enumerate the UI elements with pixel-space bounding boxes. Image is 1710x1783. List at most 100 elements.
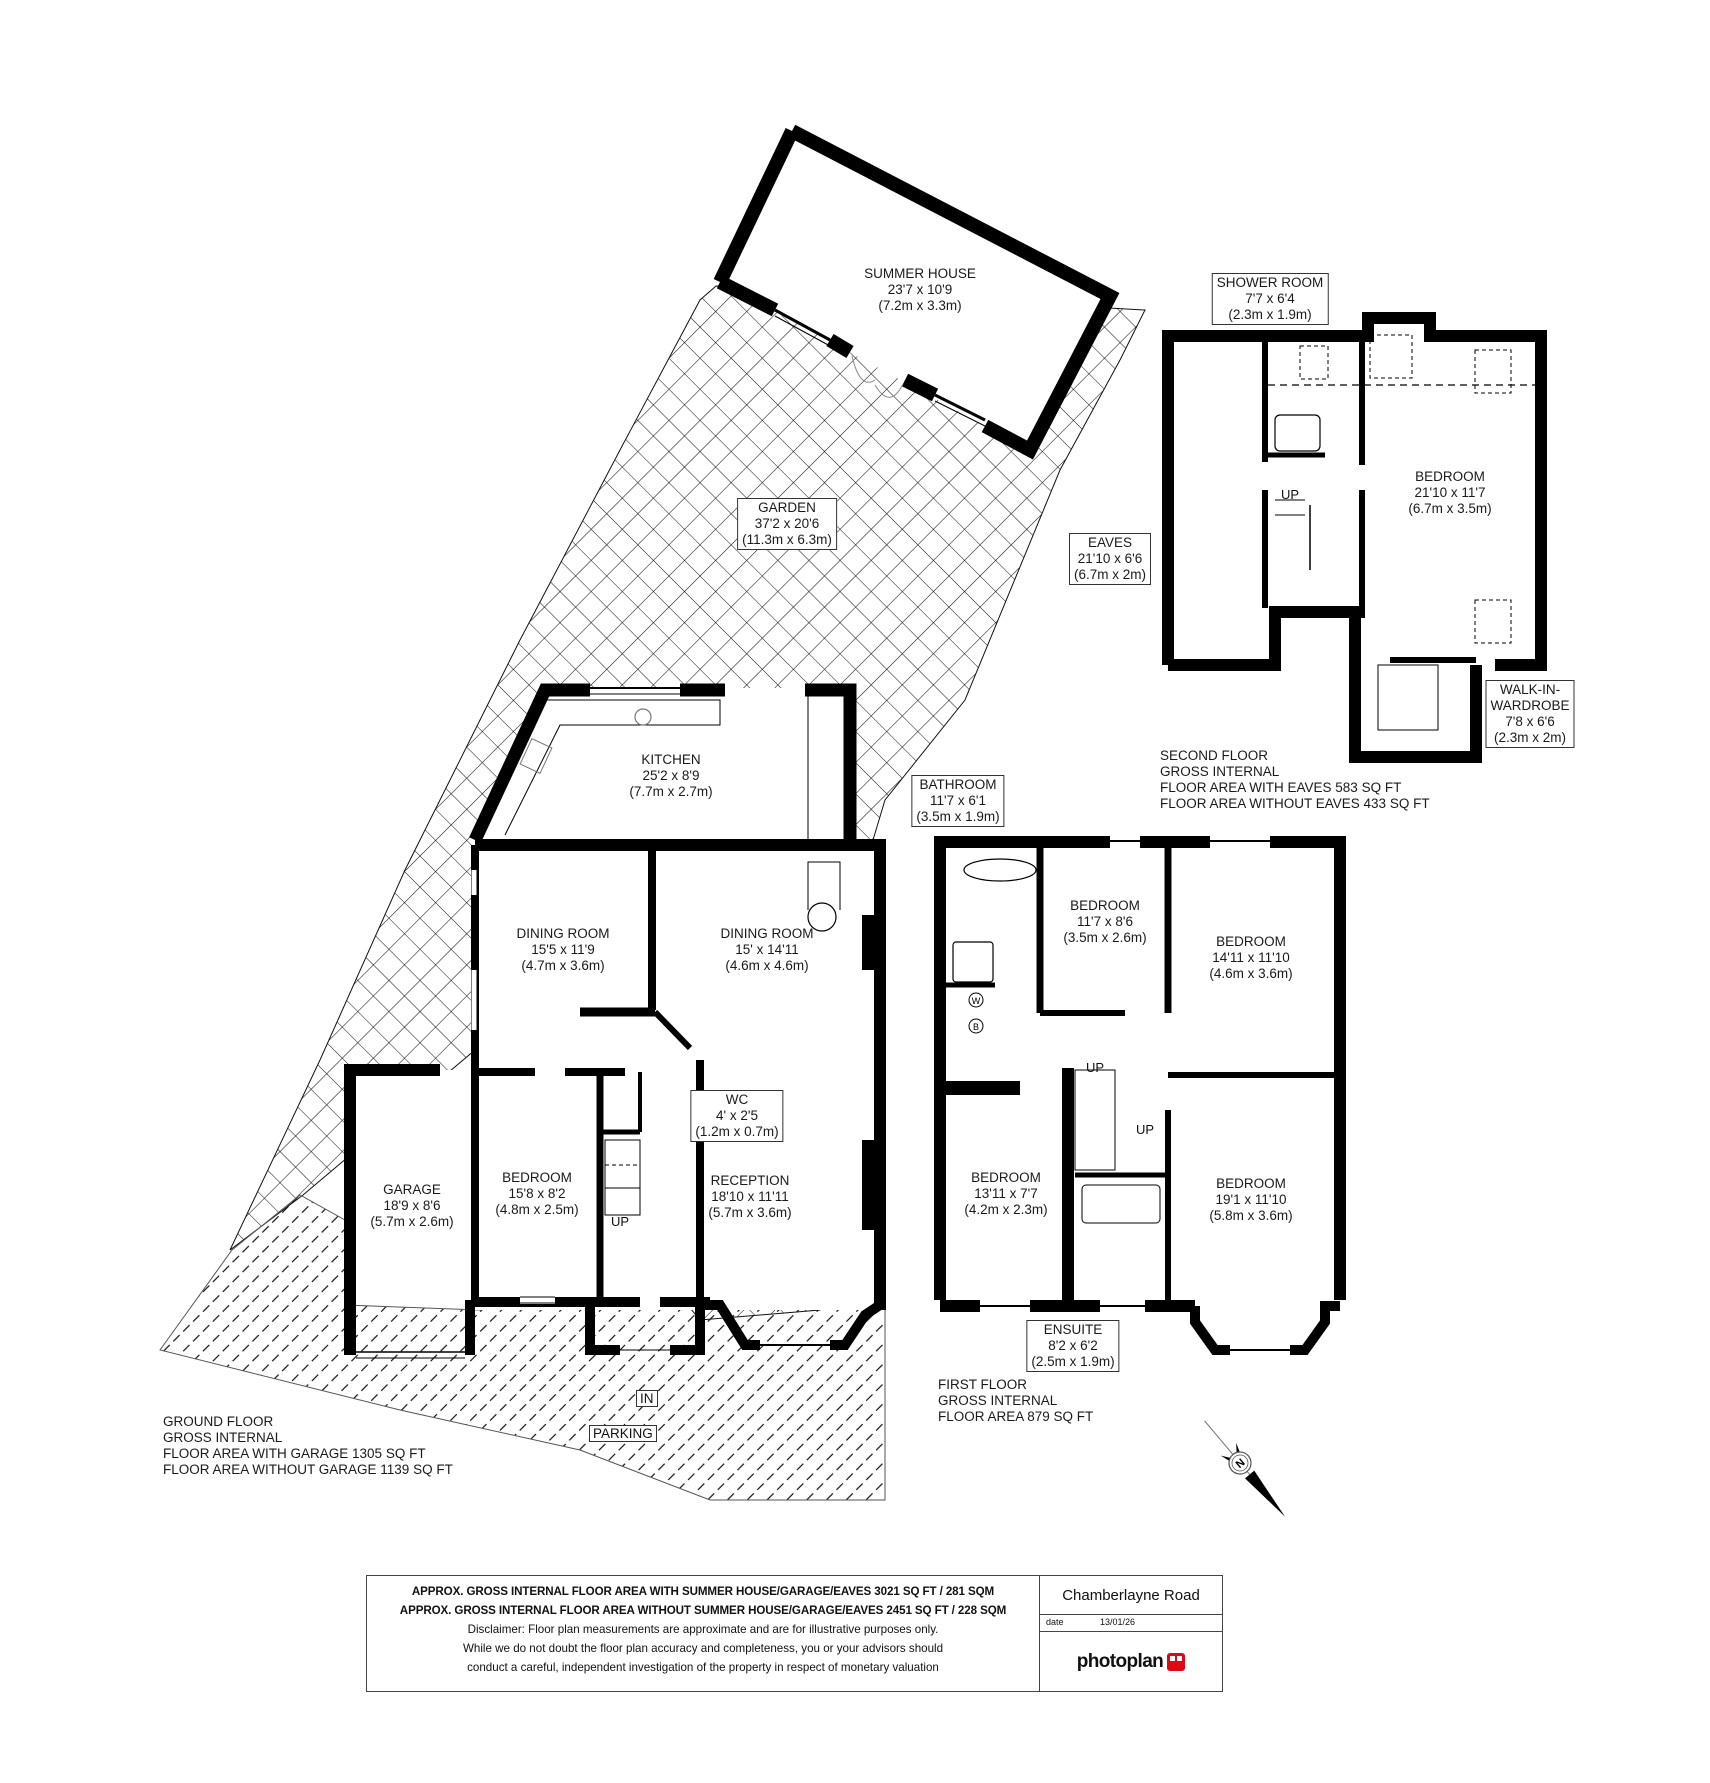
room-name: SHOWER ROOM: [1216, 275, 1324, 290]
room-label-first-bedroom-1: BEDROOM 11'7 x 8'6 (3.5m x 2.6m): [1063, 898, 1146, 946]
room-size-metric: (4.2m x 2.3m): [964, 1202, 1048, 1217]
total-area-without: APPROX. GROSS INTERNAL FLOOR AREA WITHOU…: [399, 1604, 1007, 1617]
room-size-metric: (7.7m x 2.7m): [629, 784, 713, 799]
room-label-shower-room: SHOWER ROOM 7'7 x 6'4 (2.3m x 1.9m): [1211, 273, 1329, 325]
north-compass-icon: N: [1204, 1420, 1285, 1517]
total-area-with: APPROX. GROSS INTERNAL FLOOR AREA WITH S…: [411, 1585, 995, 1598]
room-size-metric: (1.2m x 0.7m): [695, 1124, 779, 1139]
room-label-summer-house: SUMMER HOUSE 23'7 x 10'9 (7.2m x 3.3m): [864, 266, 976, 314]
first-floor-summary: FIRST FLOOR GROSS INTERNAL FLOOR AREA 87…: [938, 1377, 1094, 1424]
room-label-second-bedroom: BEDROOM 21'10 x 11'7 (6.7m x 3.5m): [1408, 469, 1491, 517]
room-label-dining-room-2: DINING ROOM 15' x 14'11 (4.6m x 4.6m): [721, 926, 814, 974]
room-size-imperial: 15'8 x 8'2: [508, 1186, 566, 1201]
ground-floor-summary: GROUND FLOOR GROSS INTERNAL FLOOR AREA W…: [163, 1414, 453, 1477]
room-size-metric: (4.7m x 3.6m): [521, 958, 605, 973]
room-name: DINING ROOM: [516, 926, 610, 941]
room-name: BEDROOM: [1415, 469, 1485, 484]
room-name-line-2: WARDROBE: [1490, 698, 1570, 713]
date-row: date 13/01/26: [1040, 1615, 1222, 1632]
room-size-metric: (2.5m x 1.9m): [1031, 1354, 1115, 1369]
room-label-eaves: EAVES 21'10 x 6'6 (6.7m x 2m): [1068, 533, 1152, 585]
room-name: ENSUITE: [1043, 1322, 1103, 1337]
brand-wordmark: photoplan: [1076, 1650, 1164, 1672]
room-name: SUMMER HOUSE: [864, 266, 976, 281]
room-name: GARAGE: [383, 1182, 441, 1197]
date-value: 13/01/26: [1100, 1617, 1136, 1627]
room-label-first-bedroom-3: BEDROOM 13'11 x 7'7 (4.2m x 2.3m): [964, 1170, 1047, 1218]
room-label-garden: GARDEN 37'2 x 20'6 (11.3m x 6.3m): [737, 498, 837, 550]
room-size-imperial: 21'10 x 6'6: [1077, 551, 1143, 566]
room-size-imperial: 37'2 x 20'6: [754, 516, 820, 531]
first-floor-walls: [934, 836, 1346, 1355]
room-size-metric: (6.7m x 3.5m): [1408, 501, 1492, 516]
room-label-garage: GARAGE 18'9 x 8'6 (5.7m x 2.6m): [370, 1182, 453, 1230]
room-size-imperial: 14'11 x 11'10: [1212, 950, 1290, 965]
room-name: BEDROOM: [502, 1170, 572, 1185]
room-label-walk-in-wardrobe: WALK-IN- WARDROBE 7'8 x 6'6 (2.3m x 2m): [1485, 680, 1575, 748]
room-name: RECEPTION: [710, 1173, 790, 1188]
washer-symbol: W: [972, 996, 981, 1006]
room-name: WC: [725, 1092, 749, 1107]
room-size-imperial: 15' x 14'11: [735, 942, 799, 957]
room-size-metric: (4.8m x 2.5m): [495, 1202, 579, 1217]
second-stair-up-label: UP: [1281, 487, 1300, 502]
room-size-imperial: 4' x 2'5: [716, 1108, 758, 1123]
room-name: KITCHEN: [641, 752, 701, 767]
room-size-imperial: 15'5 x 11'9: [531, 942, 595, 957]
room-name: BEDROOM: [1216, 1176, 1286, 1191]
ground-stair-up-label: UP: [611, 1214, 630, 1229]
room-size-imperial: 8'2 x 6'2: [1048, 1338, 1098, 1353]
room-size-metric: (2.3m x 2m): [1493, 730, 1567, 745]
room-label-bathroom: BATHROOM 11'7 x 6'1 (3.5m x 1.9m): [911, 775, 1005, 827]
room-label-reception: RECEPTION 18'10 x 11'11 (5.7m x 3.6m): [708, 1173, 791, 1221]
property-info: Chamberlayne Road date 13/01/26 photopla…: [1040, 1576, 1222, 1691]
room-size-metric: (5.8m x 3.6m): [1209, 1208, 1293, 1223]
room-size-metric: (2.3m x 1.9m): [1228, 307, 1312, 322]
room-size-imperial: 21'10 x 11'7: [1414, 485, 1486, 500]
first-stair-up-label-2: UP: [1136, 1122, 1155, 1137]
room-size-metric: (3.5m x 2.6m): [1063, 930, 1147, 945]
entrance-label: IN: [636, 1390, 658, 1407]
brand-camera-icon: [1167, 1652, 1186, 1671]
room-label-first-bedroom-4: BEDROOM 19'1 x 11'10 (5.8m x 3.6m): [1209, 1176, 1292, 1224]
room-size-metric: (5.7m x 2.6m): [370, 1214, 454, 1229]
room-size-metric: (11.3m x 6.3m): [742, 532, 832, 547]
room-size-metric: (4.6m x 4.6m): [725, 958, 809, 973]
room-label-first-bedroom-2: BEDROOM 14'11 x 11'10 (4.6m x 3.6m): [1209, 934, 1292, 982]
disclaimer-line-2: While we do not doubt the floor plan acc…: [462, 1642, 944, 1655]
room-name: BATHROOM: [919, 777, 997, 792]
title-block: APPROX. GROSS INTERNAL FLOOR AREA WITH S…: [366, 1575, 1223, 1692]
photoplan-logo: photoplan: [1040, 1632, 1222, 1691]
room-size-imperial: 23'7 x 10'9: [887, 282, 953, 297]
room-size-imperial: 19'1 x 11'10: [1215, 1192, 1287, 1207]
room-name: GARDEN: [758, 500, 816, 515]
room-size-metric: (5.7m x 3.6m): [708, 1205, 792, 1220]
parking-label: PARKING: [589, 1425, 657, 1442]
room-name: WALK-IN-: [1499, 682, 1561, 697]
room-label-dining-room-1: DINING ROOM 15'5 x 11'9 (4.7m x 3.6m): [517, 926, 610, 974]
room-name: BEDROOM: [1216, 934, 1286, 949]
room-size-metric: (7.2m x 3.3m): [878, 298, 962, 313]
room-size-imperial: 7'7 x 6'4: [1245, 291, 1295, 306]
room-label-kitchen: KITCHEN 25'2 x 8'9 (7.7m x 2.7m): [629, 752, 712, 800]
boiler-symbol: B: [973, 1022, 979, 1032]
area-and-disclaimer: APPROX. GROSS INTERNAL FLOOR AREA WITH S…: [367, 1576, 1040, 1691]
second-floor-walls: [1162, 312, 1547, 763]
room-label-wc: WC 4' x 2'5 (1.2m x 0.7m): [690, 1090, 784, 1142]
room-name: BEDROOM: [1070, 898, 1140, 913]
room-size-imperial: 18'9 x 8'6: [383, 1198, 441, 1213]
room-name: BEDROOM: [971, 1170, 1041, 1185]
room-label-ground-bedroom: BEDROOM 15'8 x 8'2 (4.8m x 2.5m): [495, 1170, 578, 1218]
summer-house-walls: [713, 124, 1120, 460]
property-address: Chamberlayne Road: [1040, 1576, 1222, 1615]
room-name: DINING ROOM: [720, 926, 814, 941]
room-size-metric: (3.5m x 1.9m): [916, 809, 1000, 824]
room-label-ensuite: ENSUITE 8'2 x 6'2 (2.5m x 1.9m): [1026, 1320, 1120, 1372]
room-name: EAVES: [1087, 535, 1133, 550]
room-size-imperial: 7'8 x 6'6: [1505, 714, 1555, 729]
room-size-metric: (6.7m x 2m): [1073, 567, 1147, 582]
room-size-imperial: 13'11 x 7'7: [974, 1186, 1038, 1201]
room-size-imperial: 11'7 x 8'6: [1077, 914, 1133, 929]
ground-floor-walls: [344, 683, 886, 1359]
date-key: date: [1046, 1617, 1064, 1627]
